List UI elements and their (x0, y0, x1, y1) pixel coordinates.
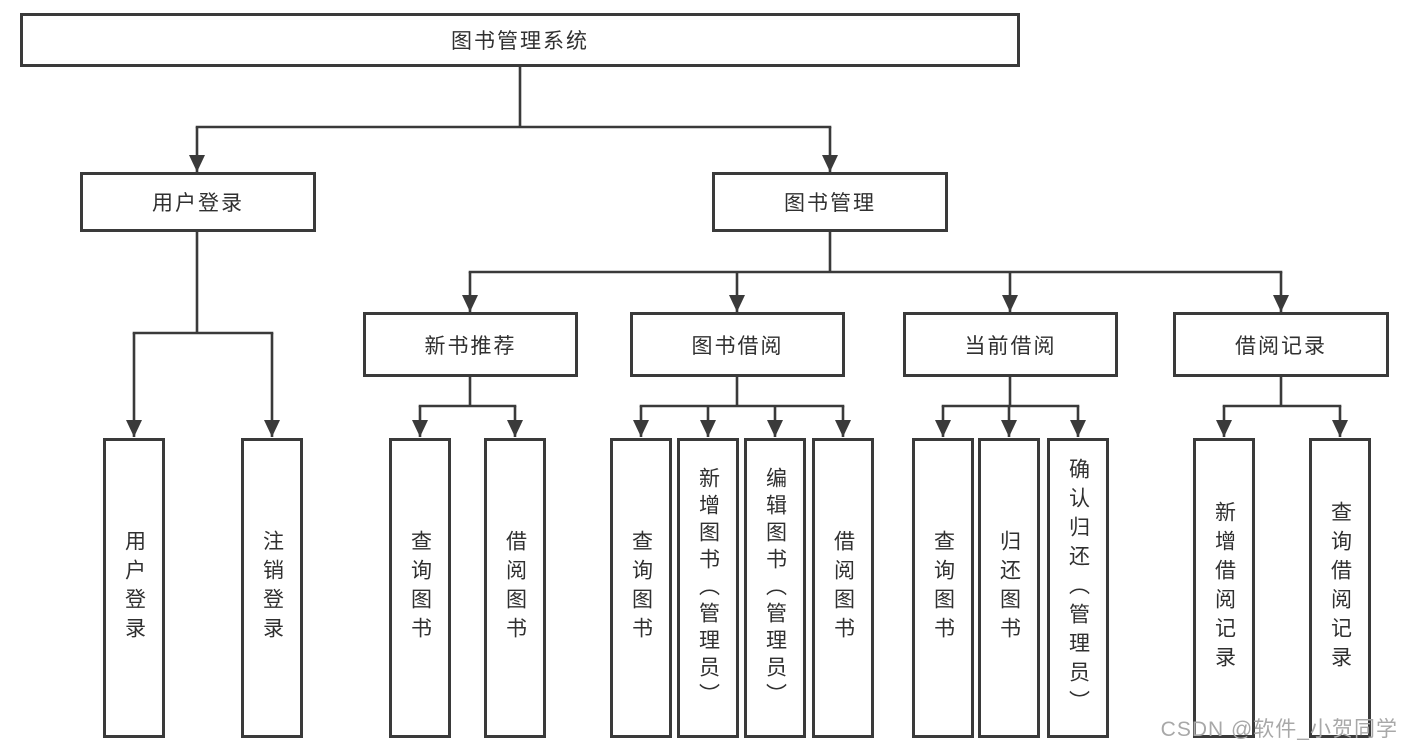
leaf-confirm-return-admin: 确认归还（管理员） (1047, 438, 1109, 738)
node-user-login: 用户登录 (80, 172, 316, 232)
leaf-query-borrow-record-label: 查询借阅记录 (1328, 501, 1352, 675)
leaf-user-login: 用户登录 (103, 438, 165, 738)
node-new-book-recommend-label: 新书推荐 (424, 334, 517, 358)
leaf-borrow-books-borrow: 借阅图书 (812, 438, 874, 738)
leaf-query-books-recommend-label: 查询图书 (408, 530, 432, 646)
leaf-query-books-current: 查询图书 (912, 438, 974, 738)
node-book-management: 图书管理 (712, 172, 948, 232)
node-root-label: 图书管理系统 (451, 30, 589, 53)
leaf-query-books-borrow-label: 查询图书 (629, 530, 653, 646)
node-borrow-records: 借阅记录 (1173, 312, 1389, 377)
leaf-borrow-books-recommend: 借阅图书 (484, 438, 546, 738)
csdn-watermark: CSDN @软件_小贺同学 (1160, 718, 1398, 741)
node-current-borrow: 当前借阅 (903, 312, 1118, 377)
leaf-query-books-borrow: 查询图书 (610, 438, 672, 738)
leaf-return-books: 归还图书 (978, 438, 1040, 738)
leaf-add-books-admin-label: 新增图书（管理员） (696, 466, 720, 710)
leaf-return-books-label: 归还图书 (997, 530, 1021, 646)
leaf-user-login-label: 用户登录 (122, 530, 146, 646)
leaf-edit-books-admin-label: 编辑图书（管理员） (763, 466, 787, 710)
node-book-management-label: 图书管理 (784, 192, 876, 215)
node-root: 图书管理系统 (20, 13, 1020, 67)
leaf-query-books-recommend: 查询图书 (389, 438, 451, 738)
leaf-confirm-return-admin-label: 确认归还（管理员） (1066, 457, 1090, 719)
leaf-borrow-books-recommend-label: 借阅图书 (503, 530, 527, 646)
node-book-borrow: 图书借阅 (630, 312, 845, 377)
node-borrow-records-label: 借阅记录 (1235, 334, 1327, 358)
leaf-edit-books-admin: 编辑图书（管理员） (744, 438, 806, 738)
leaf-query-borrow-record: 查询借阅记录 (1309, 438, 1371, 738)
leaf-add-books-admin: 新增图书（管理员） (677, 438, 739, 738)
leaf-logout: 注销登录 (241, 438, 303, 738)
leaf-logout-label: 注销登录 (260, 530, 284, 646)
leaf-query-books-current-label: 查询图书 (931, 530, 955, 646)
leaf-add-borrow-record-label: 新增借阅记录 (1212, 501, 1236, 675)
node-new-book-recommend: 新书推荐 (363, 312, 578, 377)
node-book-borrow-label: 图书借阅 (691, 334, 784, 358)
leaf-borrow-books-borrow-label: 借阅图书 (831, 530, 855, 646)
leaf-add-borrow-record: 新增借阅记录 (1193, 438, 1255, 738)
node-user-login-label: 用户登录 (152, 192, 244, 215)
node-current-borrow-label: 当前借阅 (964, 334, 1057, 358)
